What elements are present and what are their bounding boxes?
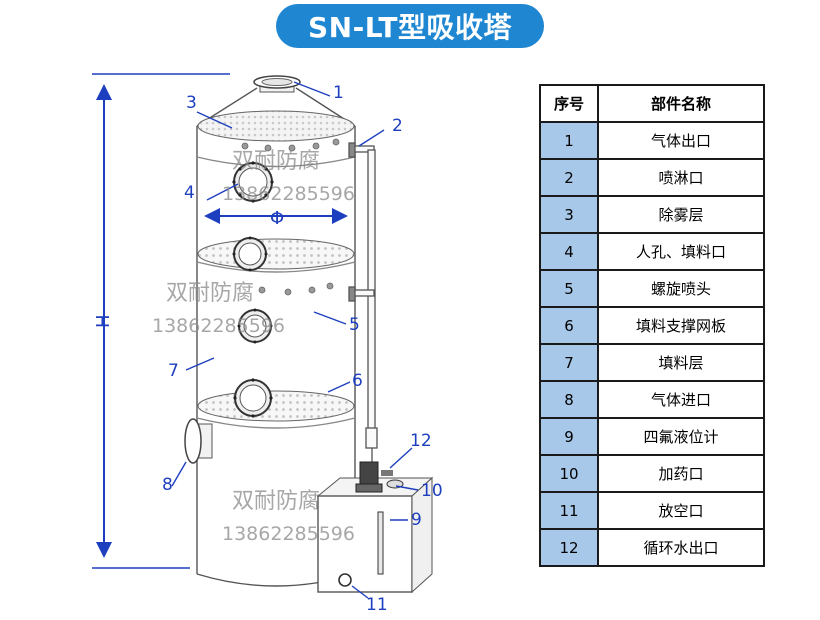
callout-4: 4 bbox=[184, 183, 195, 203]
callout-8: 8 bbox=[162, 475, 173, 495]
row-number: 8 bbox=[539, 380, 599, 419]
row-part-name: 四氟液位计 bbox=[597, 417, 765, 456]
row-number: 3 bbox=[539, 195, 599, 234]
row-number: 12 bbox=[539, 528, 599, 567]
gas-inlet-pipe bbox=[184, 418, 213, 464]
row-part-name: 填料支撑网板 bbox=[597, 306, 765, 345]
callout-1: 1 bbox=[333, 83, 344, 103]
callout-10: 10 bbox=[421, 481, 443, 501]
row-part-name: 循环水出口 bbox=[597, 528, 765, 567]
callout-12: 12 bbox=[410, 431, 432, 451]
column-header-number: 序号 bbox=[539, 84, 599, 123]
dimension-lines bbox=[92, 73, 348, 569]
demister-layer bbox=[197, 110, 355, 142]
page-title: SN-LT型吸收塔 bbox=[276, 4, 544, 48]
callout-leaders bbox=[171, 81, 419, 599]
row-number: 7 bbox=[539, 343, 599, 382]
callout-3: 3 bbox=[186, 93, 197, 113]
watermark-phone-1: 13862285596 bbox=[222, 183, 355, 205]
callout-7: 7 bbox=[168, 361, 179, 381]
spray-pipe bbox=[348, 142, 378, 468]
watermark-brand-1: 双耐防腐 bbox=[232, 149, 320, 174]
callout-11: 11 bbox=[366, 595, 388, 615]
manhole-ports bbox=[232, 161, 274, 418]
row-number: 5 bbox=[539, 269, 599, 308]
callout-5: 5 bbox=[349, 315, 360, 335]
watermark-brand-2: 双耐防腐 bbox=[166, 281, 254, 306]
spiral-nozzles bbox=[241, 138, 340, 296]
packing-support-mesh bbox=[197, 390, 355, 422]
row-number: 6 bbox=[539, 306, 599, 345]
circulation-tank bbox=[316, 461, 434, 594]
row-part-name: 填料层 bbox=[597, 343, 765, 382]
watermark-brand-3: 双耐防腐 bbox=[232, 489, 320, 514]
row-part-name: 加药口 bbox=[597, 454, 765, 493]
diameter-dimension-label: Φ bbox=[270, 208, 284, 229]
callout-6: 6 bbox=[352, 371, 363, 391]
height-dimension-label: H bbox=[93, 314, 114, 328]
row-part-name: 人孔、填料口 bbox=[597, 232, 765, 271]
watermark-phone-2: 13862285596 bbox=[152, 315, 285, 337]
row-number: 1 bbox=[539, 121, 599, 160]
spray-support-mesh bbox=[197, 238, 355, 270]
row-number: 9 bbox=[539, 417, 599, 456]
row-part-name: 放空口 bbox=[597, 491, 765, 530]
callout-2: 2 bbox=[392, 116, 403, 136]
row-part-name: 气体进口 bbox=[597, 380, 765, 419]
gas-outlet-pipe bbox=[253, 75, 301, 93]
column-header-part-name: 部件名称 bbox=[597, 84, 765, 123]
row-number: 2 bbox=[539, 158, 599, 197]
watermark-phone-3: 13862285596 bbox=[222, 523, 355, 545]
row-part-name: 除雾层 bbox=[597, 195, 765, 234]
row-number: 4 bbox=[539, 232, 599, 271]
callout-9: 9 bbox=[411, 510, 422, 530]
table-header-row: 序号 部件名称 bbox=[539, 84, 765, 123]
row-part-name: 气体出口 bbox=[597, 121, 765, 160]
row-part-name: 喷淋口 bbox=[597, 158, 765, 197]
row-part-name: 螺旋喷头 bbox=[597, 269, 765, 308]
row-number: 10 bbox=[539, 454, 599, 493]
row-number: 11 bbox=[539, 491, 599, 530]
